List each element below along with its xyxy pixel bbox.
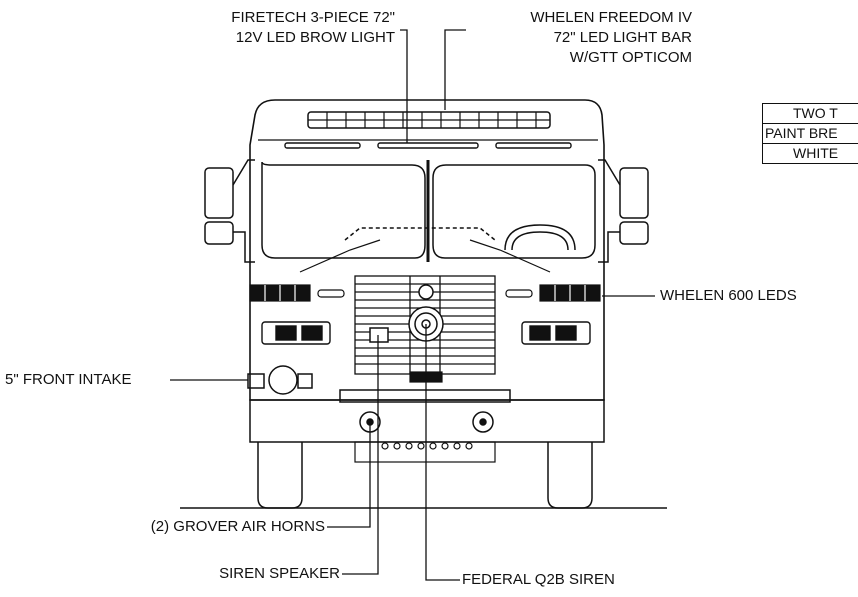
light-bar [307,111,551,129]
wiper-right [469,239,551,273]
paint-table: TWO T PAINT BRE WHITE [762,103,858,164]
callout-air-horns: (2) GROVER AIR HORNS [150,518,325,535]
callout-light-bar-line-1: WHELEN FREEDOM IV [530,9,692,26]
windshield [261,160,596,262]
tire-left [257,442,303,509]
headlights-left [261,321,331,345]
paint-table-row-1: TWO T [763,104,858,124]
siren-speaker-box [369,327,389,343]
headlights-right [521,321,591,345]
mirror-right [598,159,649,263]
bumper [249,389,605,443]
callout-brow-light: FIRETECH 3-PIECE 72" 12V LED BROW LIGHT [145,8,395,48]
callout-light-bar: WHELEN FREEDOM IV 72" LED LIGHT BAR W/GT… [460,8,692,68]
wiper-left [299,239,381,273]
paint-table-row-3: WHITE [763,144,858,164]
front-intake [247,365,313,395]
callout-light-bar-line-2: 72" LED LIGHT BAR [553,29,692,46]
leader-lines [170,29,655,581]
step-plate [354,441,496,463]
cab-outline [249,99,605,401]
paint-table-row-2: PAINT BRE [763,124,858,144]
callout-brow-light-line-2: 12V LED BROW LIGHT [235,29,395,46]
mirror-left [204,159,255,263]
callout-brow-light-line-1: FIRETECH 3-PIECE 72" [231,9,395,26]
callout-light-bar-line-3: W/GTT OPTICOM [569,49,692,66]
led-lights-right [505,284,601,302]
led-lights-left [249,284,345,302]
callout-q2b-siren: FEDERAL Q2B SIREN [462,571,615,588]
callout-siren-speaker: SIREN SPEAKER [219,565,340,582]
brow-light [284,142,572,149]
callout-leds: WHELEN 600 LEDS [660,287,797,304]
tire-right [547,442,593,509]
callout-intake: 5" FRONT INTAKE [5,371,132,388]
